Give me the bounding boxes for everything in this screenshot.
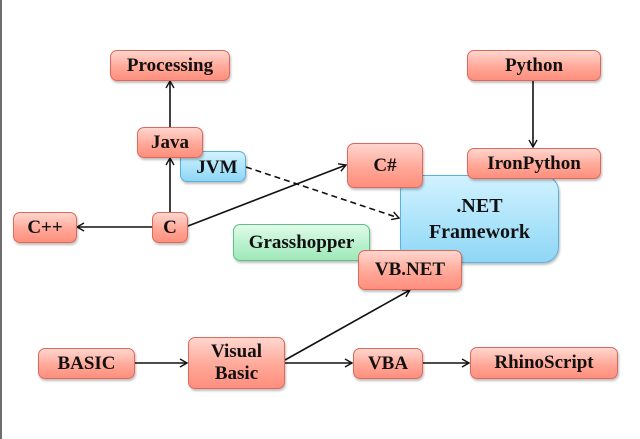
node-label: Java xyxy=(151,131,189,153)
node-label: C xyxy=(163,216,177,238)
node-label-line2: Framework xyxy=(428,221,531,243)
node-label: Processing xyxy=(126,54,214,76)
node-label: VB.NET xyxy=(374,259,446,280)
node-label-line1: .NET xyxy=(456,195,503,217)
node-ironpython: IronPython xyxy=(467,148,601,179)
node-c: C xyxy=(152,212,188,243)
edge-c-to-csharp xyxy=(187,163,348,227)
node-label-line2: Basic xyxy=(214,363,259,384)
edge-visualbasic-to-vbnet xyxy=(284,289,412,361)
node-vbnet: VB.NET xyxy=(358,250,462,290)
node-csharp: C# xyxy=(347,143,423,188)
node-basic: BASIC xyxy=(38,348,135,379)
slide-left-border xyxy=(0,0,2,439)
node-processing: Processing xyxy=(110,50,230,81)
node-label: C# xyxy=(373,154,397,176)
node-python: Python xyxy=(467,50,601,81)
node-label: BASIC xyxy=(57,352,116,374)
node-label: VBA xyxy=(367,352,409,374)
node-label: C++ xyxy=(27,216,63,238)
node-rhinoscript: RhinoScript xyxy=(470,347,618,379)
node-label: Python xyxy=(504,54,564,76)
node-visual-basic: Visual Basic xyxy=(188,337,285,389)
node-label: IronPython xyxy=(487,152,581,174)
node-label: Grasshopper xyxy=(248,231,355,253)
node-dotnet-framework: .NET Framework xyxy=(400,175,559,263)
node-vba: VBA xyxy=(353,348,423,379)
node-label: RhinoScript xyxy=(494,352,594,373)
node-java: Java xyxy=(137,127,203,158)
node-grasshopper: Grasshopper xyxy=(233,224,370,261)
node-label-line1: Visual xyxy=(210,341,263,362)
node-label: JVM xyxy=(196,156,238,178)
edge-jvm-to-dotnet xyxy=(245,166,401,221)
node-cpp: C++ xyxy=(13,212,77,243)
